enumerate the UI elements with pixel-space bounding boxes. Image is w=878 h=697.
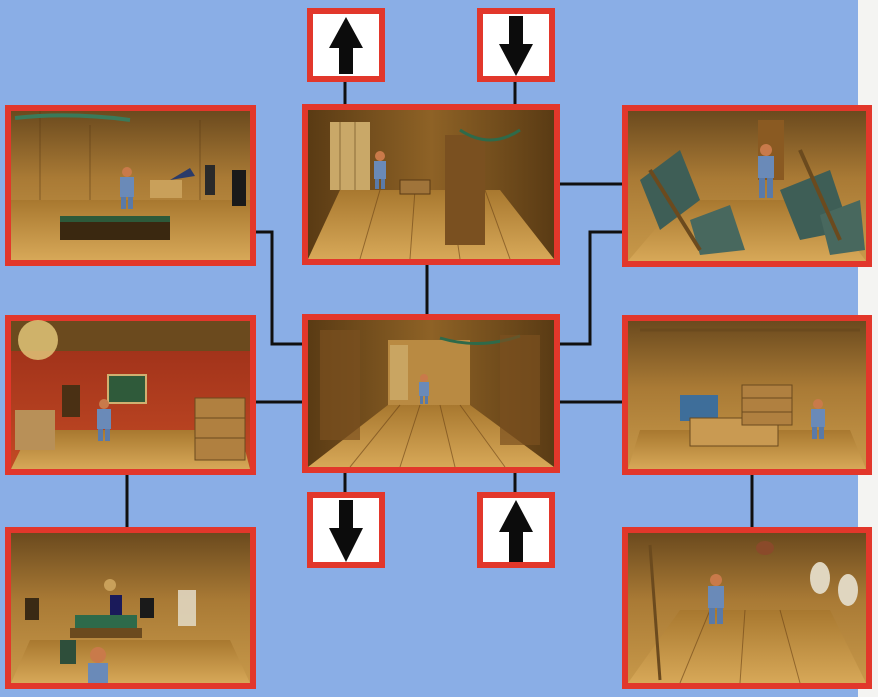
room-storeroom[interactable] bbox=[5, 105, 256, 266]
exit-down-right[interactable] bbox=[477, 8, 555, 82]
room-pantry[interactable] bbox=[622, 527, 872, 689]
room-trophy-room[interactable] bbox=[5, 527, 256, 689]
room-kitchen[interactable] bbox=[622, 315, 872, 475]
room-upper-hallway[interactable] bbox=[302, 104, 560, 265]
exit-up-left[interactable] bbox=[307, 8, 385, 82]
room-red-lounge[interactable] bbox=[5, 315, 256, 475]
room-central-hallway[interactable] bbox=[302, 314, 560, 473]
character-figure bbox=[88, 647, 108, 683]
exit-up-right[interactable] bbox=[477, 492, 555, 568]
exit-down-left[interactable] bbox=[307, 492, 385, 568]
room-wrecked-room[interactable] bbox=[622, 105, 872, 267]
